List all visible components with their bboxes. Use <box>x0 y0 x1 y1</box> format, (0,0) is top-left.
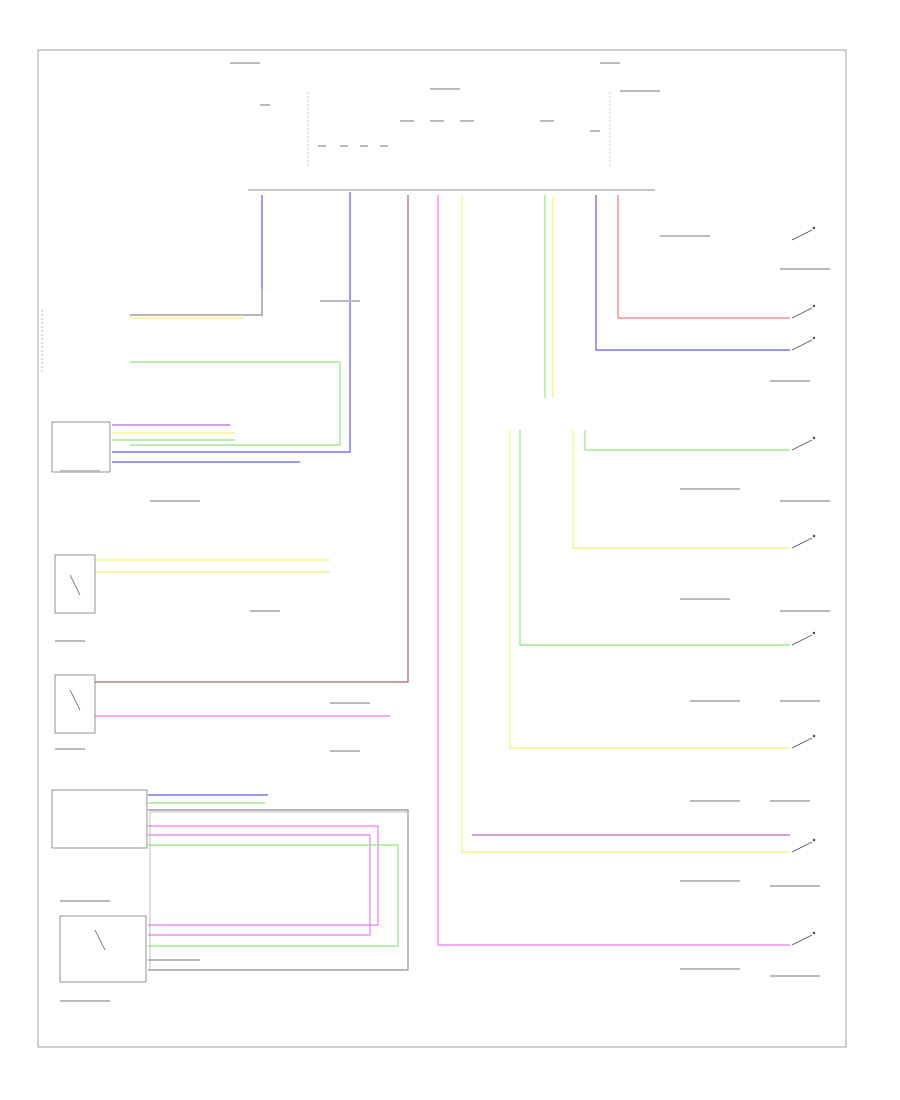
label-bar-13 <box>590 130 600 132</box>
wire-blue-7 <box>112 192 351 453</box>
label-bar-33 <box>60 1000 110 1002</box>
switch-pin-6 <box>812 734 816 738</box>
label-bar-31 <box>770 975 820 977</box>
wire-green-29 <box>148 844 399 947</box>
label-bar-24 <box>690 700 740 702</box>
label-bar-17 <box>660 235 710 237</box>
label-bar-0 <box>230 62 260 64</box>
left-switch-contact-1 <box>69 689 81 711</box>
wire-yellow-19 <box>572 430 790 549</box>
lower-module-block <box>51 789 148 849</box>
headlamp-switch-block <box>59 915 147 983</box>
label-bar-18 <box>780 268 830 270</box>
seat-module-block <box>51 421 111 473</box>
label-bar-26 <box>690 800 740 802</box>
wire-gray-1 <box>130 290 263 316</box>
switch-pin-4 <box>812 534 816 538</box>
label-group <box>55 62 830 1002</box>
label-bar-10 <box>430 120 444 122</box>
label-bar-19 <box>770 380 810 382</box>
wire-pink-27 <box>148 825 379 926</box>
label-bar-25 <box>780 700 820 702</box>
switch-pin-7 <box>812 838 816 842</box>
label-bar-14 <box>320 300 360 302</box>
label-bar-35 <box>330 750 360 752</box>
label-bar-23 <box>780 610 830 612</box>
wire-blue-15 <box>595 195 790 351</box>
label-bar-29 <box>770 885 820 887</box>
wire-green-3 <box>130 361 341 446</box>
diagram-frame <box>37 49 847 1048</box>
wire-yellow-11 <box>461 195 790 853</box>
wire-green-18 <box>584 430 790 451</box>
wire-group <box>95 192 790 971</box>
wire-brown-9 <box>95 195 409 683</box>
label-bar-5 <box>318 145 326 147</box>
label-bar-7 <box>360 145 368 147</box>
switch-contact-3 <box>791 439 813 451</box>
label-bar-30 <box>680 968 740 970</box>
label-bar-6 <box>340 145 348 147</box>
switch-pin-0 <box>812 226 816 230</box>
wire-pink-28 <box>148 834 371 936</box>
switch-group <box>69 226 816 951</box>
label-bar-3 <box>600 62 620 64</box>
left-switch-contact-2 <box>94 929 106 951</box>
switch-contact-5 <box>791 634 813 646</box>
label-bar-34 <box>330 702 370 704</box>
switch-pin-1 <box>812 304 816 308</box>
label-bar-28 <box>680 880 740 882</box>
label-bar-2 <box>430 88 460 90</box>
label-bar-38 <box>55 748 85 750</box>
wire-pink-10 <box>437 195 790 946</box>
left-switch-contact-0 <box>69 574 81 596</box>
switch-pin-3 <box>812 436 816 440</box>
wire-green-16 <box>519 430 790 646</box>
label-bar-22 <box>680 598 730 600</box>
switch-contact-0 <box>791 229 813 241</box>
switch-contact-7 <box>791 841 813 853</box>
label-bar-16 <box>60 470 100 472</box>
front-switch-block <box>54 554 96 614</box>
switch-pin-5 <box>812 631 816 635</box>
label-bar-15 <box>150 500 200 502</box>
wire-red-14 <box>617 195 790 319</box>
switch-contact-6 <box>791 737 813 749</box>
label-bar-32 <box>60 900 110 902</box>
label-bar-21 <box>780 500 830 502</box>
label-bar-37 <box>55 640 85 642</box>
label-bar-9 <box>400 120 414 122</box>
switch-contact-1 <box>791 307 813 319</box>
label-bar-36 <box>250 610 280 612</box>
switch-contact-2 <box>791 339 813 351</box>
switch-pin-8 <box>812 931 816 935</box>
label-bar-1 <box>260 104 270 106</box>
switch-contact-8 <box>791 934 813 946</box>
label-bar-27 <box>770 800 810 802</box>
harness-bundle-box <box>149 811 409 971</box>
label-bar-11 <box>460 120 474 122</box>
label-bar-20 <box>680 488 740 490</box>
wire-yellow-17 <box>509 430 790 749</box>
switch-pin-2 <box>812 336 816 340</box>
left-switch-block <box>54 674 96 734</box>
label-bar-4 <box>620 90 660 92</box>
label-bar-12 <box>540 120 554 122</box>
switch-contact-4 <box>791 537 813 549</box>
label-bar-8 <box>380 145 388 147</box>
